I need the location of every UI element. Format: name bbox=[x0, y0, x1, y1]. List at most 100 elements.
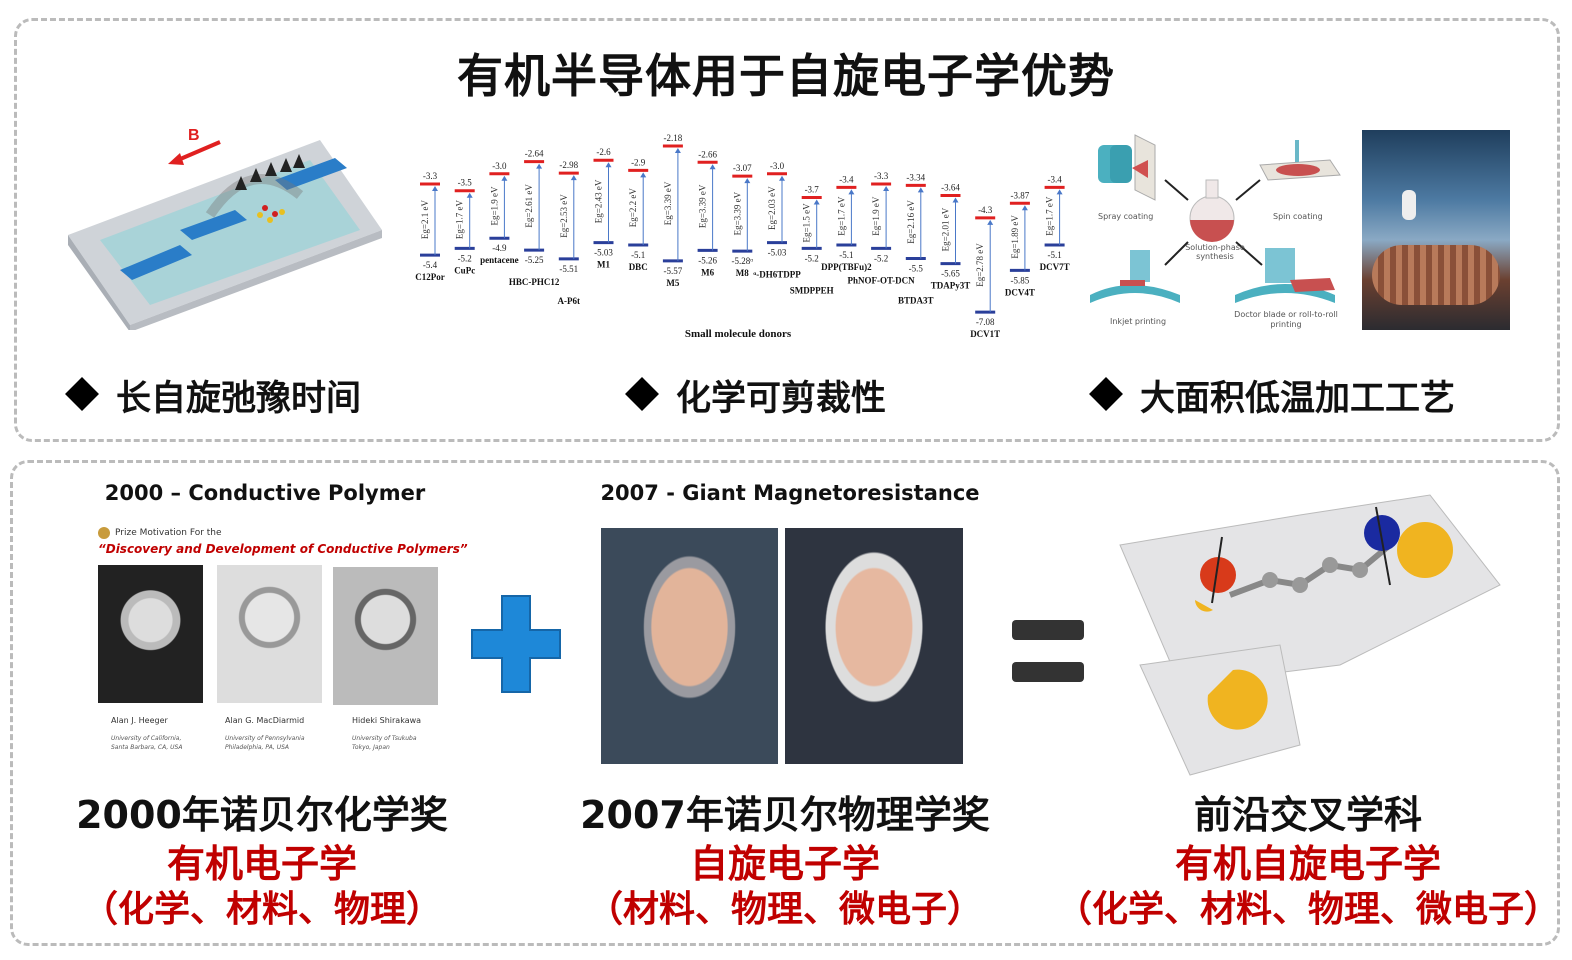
molecule-name: HBC-PHC12 bbox=[509, 277, 560, 287]
field-label: B bbox=[188, 127, 200, 144]
homo-label: -5.65 bbox=[941, 269, 960, 279]
bullet-text: 大面积低温加工工艺 bbox=[1140, 379, 1456, 419]
laureate-name: Alan J. Heeger bbox=[111, 716, 168, 725]
molecule-name: M5 bbox=[666, 278, 679, 288]
lumo-label: -2.66 bbox=[698, 149, 717, 159]
gap-arrowhead bbox=[744, 178, 751, 184]
molecule-name: DCV4T bbox=[1005, 287, 1035, 297]
puzzle-illustration bbox=[1119, 494, 1501, 776]
molecule-name: PhNOF-OT-DCN bbox=[848, 275, 916, 285]
energy-level-chart: -3.3-5.4Eg=2.1 eV-3.5-5.2Eg=1.7 eV-3.0-4… bbox=[415, 133, 1069, 340]
homo-label: -5.03 bbox=[768, 248, 787, 258]
homo-label: -5.1 bbox=[839, 250, 853, 260]
molecule-name: CuPc bbox=[454, 265, 475, 275]
molecule-name: DCV1T bbox=[970, 329, 1000, 339]
gap-arrowhead bbox=[917, 187, 924, 193]
molecule-name: ᵅ-DH6TDPP bbox=[753, 270, 801, 280]
diamond-bullet-icon bbox=[1089, 377, 1123, 411]
bandgap-label: Eg=2.1 eV bbox=[420, 200, 430, 240]
nobel-chemistry-image: Prize Motivation For the “Discovery and … bbox=[95, 522, 468, 757]
gap-arrowhead bbox=[536, 163, 543, 169]
laureate-affiliation: University of California,Santa Barbara, … bbox=[111, 735, 183, 751]
molecule-name: A-P6t bbox=[558, 296, 581, 306]
bandgap-label: Eg=3.39 eV bbox=[663, 181, 673, 225]
gap-arrowhead bbox=[501, 175, 508, 181]
molecule-name: TDAPy3T bbox=[931, 281, 971, 291]
molecule-name: DPP(TBFu)2 bbox=[821, 262, 872, 272]
nobel-medal-icon bbox=[98, 527, 110, 539]
lumo-label: -3.0 bbox=[770, 161, 785, 171]
heading-2000: 2000 – Conductive Polymer bbox=[104, 481, 426, 505]
gap-arrowhead bbox=[1021, 205, 1028, 211]
bandgap-label: Eg=1.7 eV bbox=[1045, 196, 1055, 236]
interdisciplinary-label: 前沿交叉学科 bbox=[1193, 793, 1422, 837]
homo-label: -5.25 bbox=[525, 255, 544, 265]
lumo-label: -3.4 bbox=[1047, 174, 1062, 184]
slide-title: 有机半导体用于自旋电子学优势 bbox=[457, 49, 1115, 103]
bandgap-label: Eg=3.39 eV bbox=[732, 191, 742, 235]
molecule-name: M1 bbox=[597, 260, 610, 270]
bandgap-label: Eg=1.9 eV bbox=[871, 196, 881, 236]
process-label: Doctor blade or roll-to-roll printing bbox=[1234, 310, 1338, 329]
process-label: Solution-phase synthesis bbox=[1185, 243, 1245, 261]
solution-processing-diagram: Spray coating Spin coating Inkjet printi… bbox=[1090, 130, 1350, 330]
portrait-heeger bbox=[98, 565, 203, 703]
portrait-shirakawa bbox=[333, 567, 438, 705]
gap-arrowhead bbox=[432, 185, 438, 191]
organic-electronics-fields: （化学、材料、物理） bbox=[81, 889, 442, 930]
portrait-grunberg bbox=[785, 528, 963, 764]
bandgap-label: Eg=1.89 eV bbox=[1010, 215, 1020, 259]
lumo-label: -3.34 bbox=[906, 172, 925, 182]
lumo-label: -2.9 bbox=[631, 157, 646, 167]
bandgap-label: Eg=2.2 eV bbox=[628, 188, 638, 228]
gap-arrowhead bbox=[709, 164, 716, 170]
lumo-label: -2.18 bbox=[664, 133, 683, 143]
bullet-text: 长自旋弛豫时间 bbox=[116, 379, 362, 419]
homo-label: -5.1 bbox=[631, 250, 645, 260]
heading-2007: 2007 - Giant Magnetoresistance bbox=[600, 481, 980, 505]
molecule-name: C12Por bbox=[415, 272, 445, 282]
equals-icon bbox=[1012, 620, 1084, 682]
bandgap-label: Eg=2.43 eV bbox=[594, 179, 604, 223]
lumo-label: -3.0 bbox=[492, 161, 507, 171]
bullet-text: 化学可剪裁性 bbox=[676, 379, 887, 419]
homo-label: -5.2 bbox=[805, 253, 819, 263]
molecule-name: M8 bbox=[736, 268, 749, 278]
gap-arrowhead bbox=[813, 199, 820, 205]
spin-valve-device-image: B bbox=[68, 127, 382, 330]
gap-arrowhead bbox=[779, 175, 785, 181]
x-axis-label: Small molecule donors bbox=[685, 328, 792, 340]
portrait-macdiarmid bbox=[217, 565, 322, 703]
homo-label: -5.26 bbox=[698, 255, 717, 265]
molecule-name: pentacene bbox=[480, 255, 519, 265]
spintronics-label: 自旋电子学 bbox=[689, 842, 880, 886]
homo-label: -4.9 bbox=[492, 243, 507, 253]
organic-spintronics-label: 有机自旋电子学 bbox=[1174, 842, 1441, 886]
lumo-label: -2.64 bbox=[525, 149, 544, 159]
bandgap-label: Eg=1.7 eV bbox=[836, 196, 846, 236]
gap-arrowhead bbox=[674, 148, 681, 153]
homo-label: -5.57 bbox=[664, 266, 683, 276]
bottom-panel bbox=[10, 460, 1560, 946]
diamond-bullet-icon bbox=[625, 377, 659, 411]
homo-label: -5.2 bbox=[874, 253, 888, 263]
homo-label: -5.4 bbox=[423, 260, 438, 270]
gap-arrowhead bbox=[570, 175, 577, 181]
homo-label: -5.03 bbox=[594, 248, 613, 258]
laureate-name: Alan G. MacDiarmid bbox=[225, 716, 305, 725]
chemistry-prize-label: 2000年诺贝尔化学奖 bbox=[76, 793, 448, 837]
homo-label: -5.85 bbox=[1011, 275, 1030, 285]
organic-spintronics-fields: （化学、材料、物理、微电子） bbox=[1055, 889, 1560, 930]
prize-label: Prize Motivation For the bbox=[115, 528, 222, 538]
gap-arrowhead bbox=[640, 172, 647, 178]
bullet-large-area-processing: 大面积低温加工工艺 bbox=[1089, 370, 1456, 421]
plus-icon bbox=[471, 595, 561, 693]
process-label: Inkjet printing bbox=[1110, 317, 1167, 326]
lumo-label: -4.3 bbox=[978, 205, 993, 215]
bandgap-label: Eg=2.01 eV bbox=[941, 207, 951, 251]
lumo-label: -3.3 bbox=[423, 171, 438, 181]
bandgap-label: Eg=2.16 eV bbox=[906, 200, 916, 244]
homo-label: -5.28ᵅ bbox=[732, 256, 754, 266]
molecule-name: M6 bbox=[701, 267, 714, 277]
